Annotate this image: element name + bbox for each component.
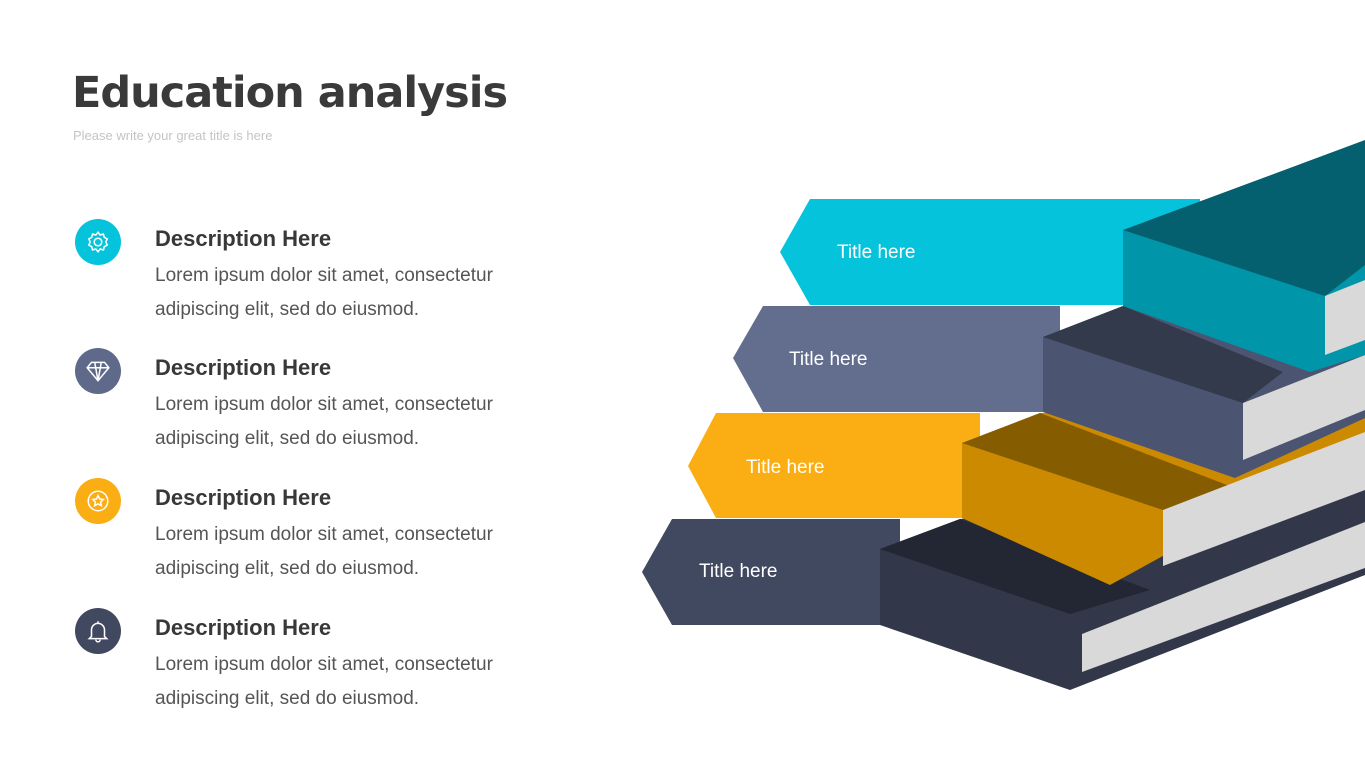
item-text: Lorem ipsum dolor sit amet, consectetur … <box>155 524 493 579</box>
book-1: Title here <box>780 140 1365 372</box>
item-heading: Description Here <box>155 615 332 640</box>
book-label: Title here <box>746 457 825 478</box>
gear-icon <box>75 219 121 265</box>
book-label: Title here <box>789 349 868 370</box>
item-text: Lorem ipsum dolor sit amet, consectetur … <box>155 265 493 320</box>
star-badge-icon <box>75 478 121 524</box>
book-label: Title here <box>699 561 778 582</box>
page-title: Education analysis <box>72 68 508 118</box>
item-text: Lorem ipsum dolor sit amet, consectetur … <box>155 394 493 449</box>
book-4: Title here <box>642 485 1365 690</box>
item-heading: Description Here <box>155 485 332 510</box>
book-label: Title here <box>837 242 916 263</box>
bell-icon <box>75 608 121 654</box>
item-heading: Description Here <box>155 226 332 251</box>
page-subtitle: Please write your great title is here <box>73 128 273 143</box>
item-text: Lorem ipsum dolor sit amet, consectetur … <box>155 654 493 709</box>
diamond-icon <box>75 348 121 394</box>
item-heading: Description Here <box>155 355 332 380</box>
